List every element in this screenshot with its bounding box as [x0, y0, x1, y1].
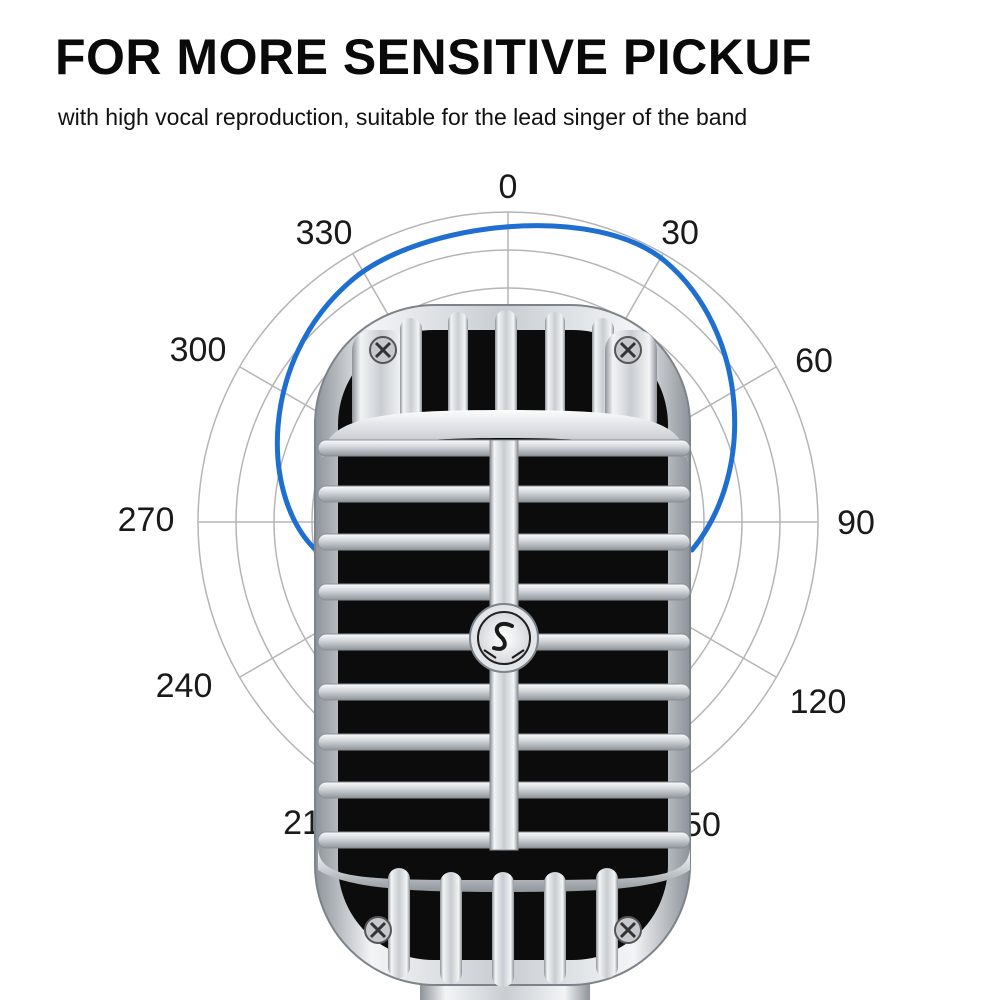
grille-rib	[544, 872, 566, 984]
grille-rib	[388, 868, 410, 978]
grille-rib	[545, 312, 565, 422]
grille-rib	[440, 872, 462, 984]
screw-icon	[614, 916, 642, 944]
screw-icon	[369, 336, 397, 364]
microphone-illustration	[314, 304, 691, 1000]
screw-icon	[614, 336, 642, 364]
grille-rib	[400, 318, 422, 428]
grille-rib	[495, 310, 517, 425]
top-shoulder	[320, 410, 688, 470]
angle-label-240: 240	[156, 667, 213, 705]
grille-rib	[448, 312, 468, 422]
pickup-pattern-curve	[275, 223, 738, 555]
angle-label-90: 90	[837, 504, 875, 542]
microphone-brand-logo-icon	[469, 603, 539, 673]
screw-icon	[364, 916, 392, 944]
headline: FOR MORE SENSITIVE PICKUF	[55, 29, 813, 85]
angle-label-270: 270	[118, 501, 175, 539]
angle-label-120: 120	[790, 683, 847, 721]
angle-label-330: 330	[296, 214, 353, 252]
subheadline: with high vocal reproduction, suitable f…	[58, 104, 748, 130]
grille-rib	[596, 868, 618, 978]
angle-label-30: 30	[661, 214, 699, 252]
angle-label-60: 60	[795, 342, 833, 380]
angle-label-300: 300	[170, 331, 227, 369]
grille-rib	[352, 330, 410, 440]
angle-label-0: 0	[499, 168, 518, 206]
bottom-grille	[388, 868, 618, 987]
grille-rib	[492, 872, 514, 987]
